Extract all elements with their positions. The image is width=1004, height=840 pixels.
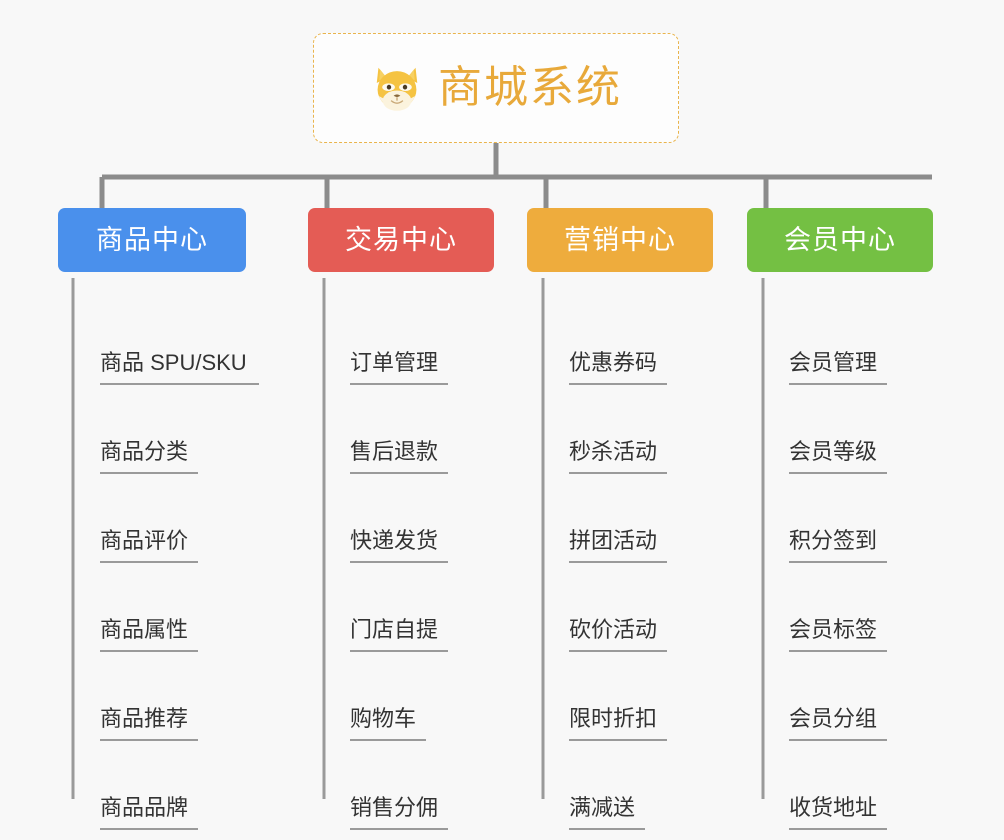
leaf-item[interactable]: 售后退款 xyxy=(322,385,494,474)
leaf-label: 收货地址 xyxy=(789,797,888,830)
leaf-label: 商品 SPU/SKU xyxy=(100,352,259,385)
leaf-item[interactable]: 优惠券码 xyxy=(541,296,713,385)
column-header-label: 会员中心 xyxy=(784,224,896,255)
leaf-label: 订单管理 xyxy=(350,352,449,385)
column-member-center: 会员中心 会员管理 会员等级 积分签到 会员标签 会员分组 收货地址 xyxy=(747,208,933,830)
column-marketing-center: 营销中心 优惠券码 秒杀活动 拼团活动 砍价活动 限时折扣 满减送 xyxy=(527,208,713,830)
column-header-trade-center[interactable]: 交易中心 xyxy=(308,208,494,272)
leaf-item[interactable]: 商品品牌 xyxy=(72,741,246,830)
leaf-label: 会员管理 xyxy=(789,352,888,385)
leaf-label: 秒杀活动 xyxy=(569,441,668,474)
leaf-list-member-center: 会员管理 会员等级 积分签到 会员标签 会员分组 收货地址 xyxy=(747,296,933,830)
leaf-label: 拼团活动 xyxy=(569,530,668,563)
leaf-label: 商品品牌 xyxy=(100,797,199,830)
leaf-label: 限时折扣 xyxy=(569,708,668,741)
leaf-label: 商品分类 xyxy=(100,441,199,474)
leaf-item[interactable]: 商品分类 xyxy=(72,385,246,474)
root-title: 商城系统 xyxy=(438,63,622,112)
leaf-item[interactable]: 收货地址 xyxy=(761,741,933,830)
leaf-item[interactable]: 拼团活动 xyxy=(541,474,713,563)
shiba-dog-emoji xyxy=(376,67,418,111)
column-header-label: 交易中心 xyxy=(345,224,457,255)
leaf-label: 会员分组 xyxy=(789,708,888,741)
leaf-item[interactable]: 秒杀活动 xyxy=(541,385,713,474)
leaf-label: 商品推荐 xyxy=(100,708,199,741)
leaf-label: 砍价活动 xyxy=(569,619,668,652)
leaf-item[interactable]: 门店自提 xyxy=(322,563,494,652)
leaf-item[interactable]: 会员等级 xyxy=(761,385,933,474)
leaf-item[interactable]: 限时折扣 xyxy=(541,652,713,741)
leaf-item[interactable]: 购物车 xyxy=(322,652,494,741)
leaf-item[interactable]: 销售分佣 xyxy=(322,741,494,830)
column-header-product-center[interactable]: 商品中心 xyxy=(58,208,246,272)
leaf-item[interactable]: 商品评价 xyxy=(72,474,246,563)
leaf-item[interactable]: 订单管理 xyxy=(322,296,494,385)
leaf-item[interactable]: 商品推荐 xyxy=(72,652,246,741)
leaf-list-product-center: 商品 SPU/SKU 商品分类 商品评价 商品属性 商品推荐 商品品牌 xyxy=(58,296,259,830)
column-header-label: 商品中心 xyxy=(96,224,208,255)
leaf-item[interactable]: 会员管理 xyxy=(761,296,933,385)
leaf-list-marketing-center: 优惠券码 秒杀活动 拼团活动 砍价活动 限时折扣 满减送 xyxy=(527,296,713,830)
leaf-label: 快递发货 xyxy=(350,530,449,563)
leaf-list-trade-center: 订单管理 售后退款 快递发货 门店自提 购物车 销售分佣 xyxy=(308,296,494,830)
leaf-item[interactable]: 满减送 xyxy=(541,741,713,830)
leaf-label: 销售分佣 xyxy=(350,797,449,830)
leaf-label: 门店自提 xyxy=(350,619,449,652)
leaf-label: 优惠券码 xyxy=(569,352,668,385)
leaf-label: 购物车 xyxy=(350,708,427,741)
leaf-item[interactable]: 积分签到 xyxy=(761,474,933,563)
leaf-label: 会员标签 xyxy=(789,619,888,652)
leaf-item[interactable]: 会员分组 xyxy=(761,652,933,741)
column-header-marketing-center[interactable]: 营销中心 xyxy=(527,208,713,272)
column-header-member-center[interactable]: 会员中心 xyxy=(747,208,933,272)
root-node[interactable]: 商城系统 xyxy=(313,33,679,143)
leaf-item[interactable]: 会员标签 xyxy=(761,563,933,652)
leaf-label: 售后退款 xyxy=(350,441,449,474)
leaf-item[interactable]: 商品属性 xyxy=(72,563,246,652)
column-product-center: 商品中心 商品 SPU/SKU 商品分类 商品评价 商品属性 商品推荐 商品品牌 xyxy=(58,208,259,830)
column-header-label: 营销中心 xyxy=(564,224,676,255)
leaf-label: 会员等级 xyxy=(789,441,888,474)
leaf-item[interactable]: 砍价活动 xyxy=(541,563,713,652)
leaf-item[interactable]: 商品 SPU/SKU xyxy=(72,296,259,385)
leaf-label: 商品评价 xyxy=(100,530,199,563)
column-trade-center: 交易中心 订单管理 售后退款 快递发货 门店自提 购物车 销售分佣 xyxy=(308,208,494,830)
leaf-label: 满减送 xyxy=(569,797,646,830)
leaf-item[interactable]: 快递发货 xyxy=(322,474,494,563)
leaf-label: 商品属性 xyxy=(100,619,199,652)
leaf-label: 积分签到 xyxy=(789,530,888,563)
